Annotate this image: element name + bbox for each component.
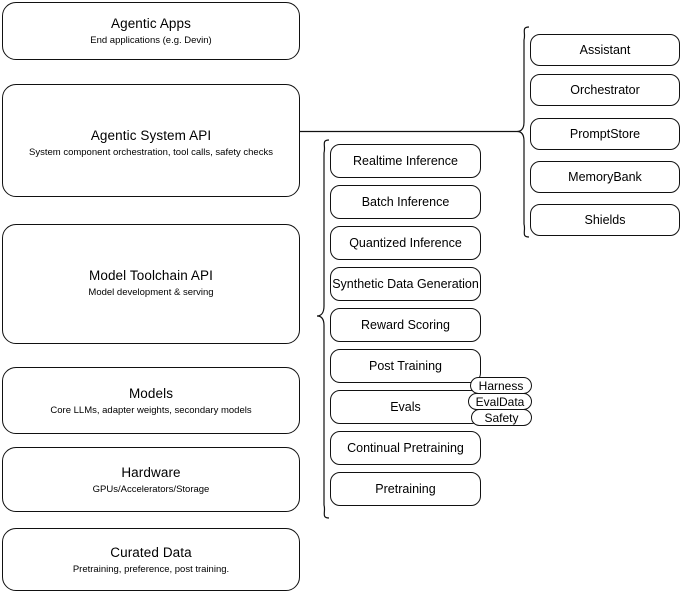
system-item-shields[interactable]: Shields (530, 204, 680, 236)
layer-agentic-system-api[interactable]: Agentic System API System component orch… (2, 84, 300, 197)
layer-model-toolchain-api[interactable]: Model Toolchain API Model development & … (2, 224, 300, 344)
toolchain-item-label: Quantized Inference (349, 236, 462, 250)
layer-subtitle: GPUs/Accelerators/Storage (92, 483, 210, 495)
system-item-label: Shields (584, 213, 626, 227)
system-item-label: Orchestrator (570, 83, 640, 97)
eval-badge-harness[interactable]: Harness (470, 377, 532, 394)
toolchain-item-label: Realtime Inference (353, 154, 458, 168)
layer-title: Agentic Apps (110, 16, 191, 31)
system-item-memorybank[interactable]: MemoryBank (530, 161, 680, 193)
layer-subtitle: Pretraining, preference, post training. (72, 563, 230, 575)
system-item-label: Assistant (579, 43, 631, 57)
layer-title: Hardware (121, 464, 181, 480)
system-item-orchestrator[interactable]: Orchestrator (530, 74, 680, 106)
layer-subtitle: Core LLMs, adapter weights, secondary mo… (50, 404, 252, 416)
eval-badge-evaldata[interactable]: EvalData (468, 393, 532, 410)
layer-subtitle: System component orchestration, tool cal… (29, 147, 273, 158)
toolchain-item-label: Synthetic Data Generation (332, 277, 479, 291)
toolchain-item-evals[interactable]: Evals (330, 390, 481, 424)
layer-agentic-apps[interactable]: Agentic Apps End applications (e.g. Devi… (2, 2, 300, 60)
toolchain-item-batch-inference[interactable]: Batch Inference (330, 185, 481, 219)
toolchain-item-post-training[interactable]: Post Training (330, 349, 481, 383)
toolchain-item-continual-pretraining[interactable]: Continual Pretraining (330, 431, 481, 465)
toolchain-item-label: Batch Inference (361, 195, 450, 209)
eval-badge-safety[interactable]: Safety (471, 409, 532, 426)
layer-title: Curated Data (110, 544, 192, 560)
toolchain-item-synthetic-data-generation[interactable]: Synthetic Data Generation (330, 267, 481, 301)
toolchain-item-label: Continual Pretraining (347, 441, 464, 455)
eval-badge-label: Safety (484, 410, 519, 425)
toolchain-item-realtime-inference[interactable]: Realtime Inference (330, 144, 481, 178)
toolchain-item-label: Reward Scoring (361, 318, 450, 332)
layer-subtitle: End applications (e.g. Devin) (90, 35, 212, 46)
layer-models[interactable]: Models Core LLMs, adapter weights, secon… (2, 367, 300, 434)
system-item-label: MemoryBank (568, 170, 642, 184)
toolchain-item-label: Post Training (369, 359, 442, 373)
eval-badge-label: Harness (478, 378, 524, 393)
toolchain-item-pretraining[interactable]: Pretraining (330, 472, 481, 506)
toolchain-item-reward-scoring[interactable]: Reward Scoring (330, 308, 481, 342)
layer-curated-data[interactable]: Curated Data Pretraining, preference, po… (2, 528, 300, 591)
toolchain-item-quantized-inference[interactable]: Quantized Inference (330, 226, 481, 260)
layer-hardware[interactable]: Hardware GPUs/Accelerators/Storage (2, 447, 300, 512)
bracket-system-components (516, 26, 530, 238)
system-item-label: PromptStore (569, 127, 641, 141)
system-item-promptstore[interactable]: PromptStore (530, 118, 680, 150)
bracket-toolchain-components (316, 139, 330, 519)
layer-subtitle: Model development & serving (88, 287, 214, 298)
layer-title: Agentic System API (90, 128, 212, 143)
toolchain-item-label: Pretraining (375, 482, 436, 496)
toolchain-item-label: Evals (390, 400, 421, 414)
system-item-assistant[interactable]: Assistant (530, 34, 680, 66)
layer-title: Models (128, 385, 174, 401)
eval-badge-label: EvalData (475, 394, 525, 409)
layer-title: Model Toolchain API (89, 268, 213, 283)
